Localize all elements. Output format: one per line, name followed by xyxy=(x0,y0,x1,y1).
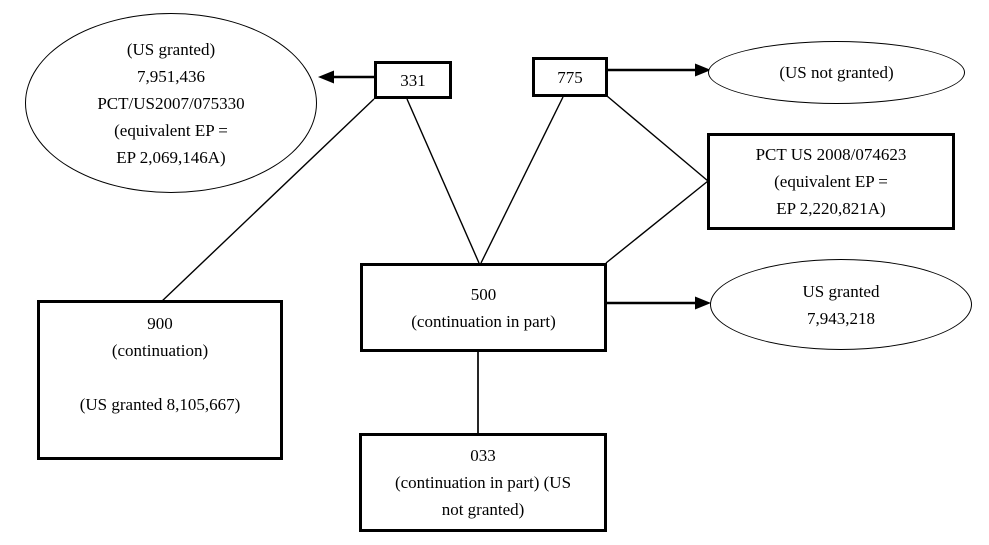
node-text-line: (US granted 8,105,667) xyxy=(79,395,241,414)
node-ellipse-pct-us2007: (US granted) 7,951,436 PCT/US2007/075330… xyxy=(25,13,317,193)
node-text-line: (US granted) xyxy=(126,39,216,59)
edge-331-to-900 xyxy=(159,98,375,304)
node-box-033: 033 (continuation in part) (US not grant… xyxy=(359,433,607,532)
node-text-line: EP 2,220,821A) xyxy=(776,199,886,218)
node-text-line: 775 xyxy=(557,67,583,87)
node-text-line: (continuation in part) (US xyxy=(394,473,572,492)
node-box-500: 500 (continuation in part) xyxy=(360,263,607,352)
node-text-line: (continuation) xyxy=(111,341,209,360)
node-text-line: (equivalent EP = xyxy=(114,120,228,140)
node-text-line: (US not granted) xyxy=(779,63,894,82)
node-text-line: US granted xyxy=(802,281,880,301)
node-ellipse-us-not-granted: (US not granted) xyxy=(708,41,965,104)
node-text-line: not granted) xyxy=(441,500,525,519)
arrowhead-right-icon xyxy=(695,296,711,310)
node-text-line: EP 2,069,146A) xyxy=(116,147,226,167)
node-box-775: 775 xyxy=(532,57,608,97)
node-text-line: PCT/US2007/075330 xyxy=(97,93,245,113)
node-text-line: 900 xyxy=(147,314,173,333)
node-box-331: 331 xyxy=(374,61,452,99)
node-ellipse-us-granted-7943218: US granted 7,943,218 xyxy=(710,259,972,350)
edge-331-to-500 xyxy=(406,98,480,264)
edge-500-to-pct2008 xyxy=(605,180,709,264)
edge-775-to-500 xyxy=(480,96,564,264)
node-text-line: (continuation in part) xyxy=(411,311,556,331)
node-text-line: 500 xyxy=(470,284,497,304)
node-text-line: 331 xyxy=(400,70,426,90)
edge-775-to-pct2008 xyxy=(606,95,709,182)
node-box-900: 900 (continuation) (US granted 8,105,667… xyxy=(37,300,283,460)
node-text-line: PCT US 2008/074623 xyxy=(755,145,907,164)
arrowhead-right-icon xyxy=(695,63,711,77)
node-text-line: 033 xyxy=(470,446,496,465)
node-text-line: 7,943,218 xyxy=(807,308,875,328)
node-text-line: (equivalent EP = xyxy=(774,172,888,191)
node-box-pct-us2008: PCT US 2008/074623 (equivalent EP = EP 2… xyxy=(707,133,955,230)
arrowhead-left-icon xyxy=(318,70,334,84)
node-text-line: 7,951,436 xyxy=(137,66,205,86)
